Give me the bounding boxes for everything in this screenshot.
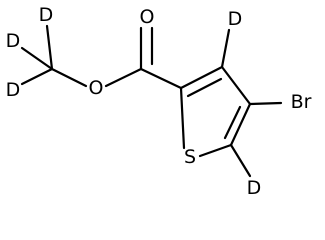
atom-label-bromine: Br xyxy=(291,91,312,113)
atom-labels: O O S Br D D D D D xyxy=(6,4,312,199)
atom-label-methyl-d-left: D xyxy=(6,30,21,52)
atom-label-ring-d3: D xyxy=(228,8,243,30)
atom-label-methyl-d-top: D xyxy=(39,4,54,26)
bond-c4-br xyxy=(248,101,283,106)
bond-c4-c5 xyxy=(229,102,252,147)
bond-cd3-d-left xyxy=(20,46,54,71)
bond-s-c2 xyxy=(179,86,186,150)
bond-cd3-o xyxy=(50,67,88,88)
bonds xyxy=(20,24,283,178)
bond-c2-c3-inner xyxy=(186,77,223,98)
atom-label-carbonyl-oxygen: O xyxy=(140,6,155,28)
bond-c3-c4 xyxy=(220,65,252,106)
bond-cd3-d-bottom xyxy=(20,67,54,86)
bond-c3-d xyxy=(220,28,231,69)
bond-carbonyl-c2 xyxy=(139,67,183,90)
atom-label-ring-d5: D xyxy=(247,177,262,199)
bond-c5-s xyxy=(198,143,233,158)
atom-label-ester-oxygen: O xyxy=(89,77,104,99)
atom-label-sulfur: S xyxy=(184,146,196,168)
bond-c4-c5-inner xyxy=(223,105,242,140)
molecule-structure: O O S Br D D D D D xyxy=(6,4,312,199)
bond-cd3-d-top xyxy=(45,24,54,71)
atom-label-methyl-d-bottom: D xyxy=(6,79,21,101)
bond-o-carbonyl xyxy=(104,67,143,88)
bond-c5-d xyxy=(229,143,252,178)
bond-c2-c3 xyxy=(179,65,224,90)
